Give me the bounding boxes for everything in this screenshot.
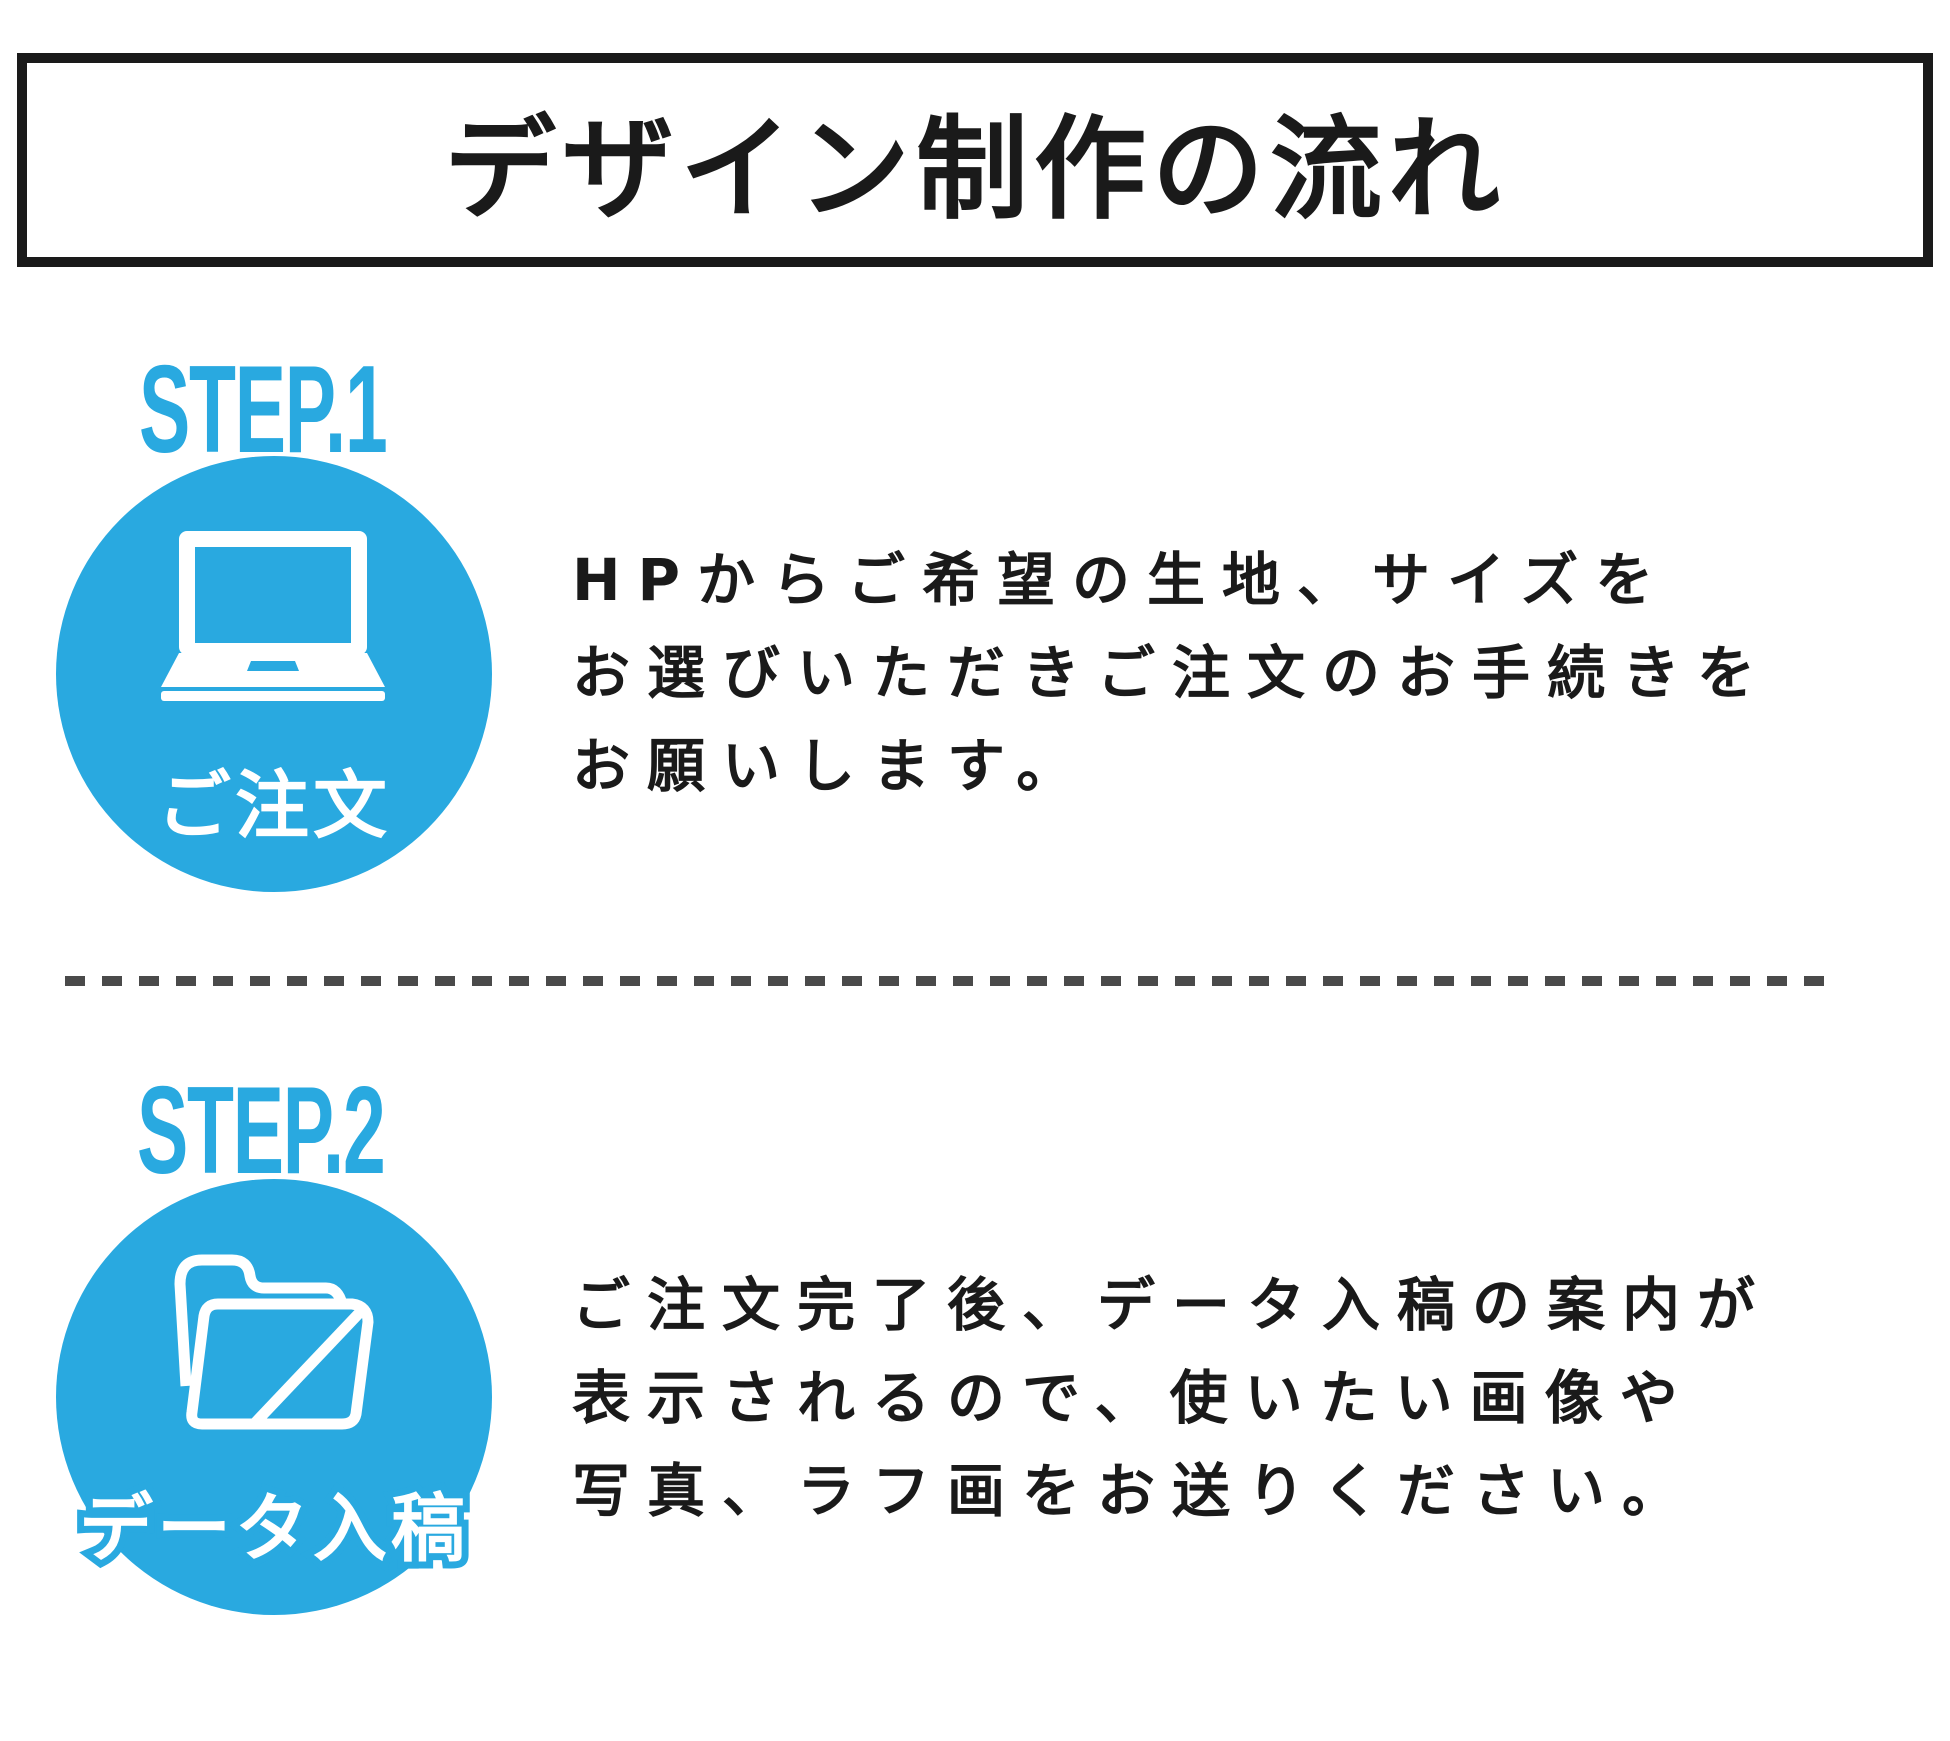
laptop-icon xyxy=(161,531,385,701)
step-1-name: ご注文 xyxy=(157,763,391,849)
step-1-line: お願いします。 xyxy=(572,732,1092,800)
step-2-label: STEP.2 xyxy=(137,1062,386,1200)
step-1-label: STEP.1 xyxy=(139,341,388,479)
step-2-line: ご注文完了後、データ入稿の案内が xyxy=(572,1271,1773,1339)
step-2-line: 表示されるので、使いたい画像や xyxy=(572,1364,1695,1432)
step-1-description: HPからご希望の生地、サイズを お選びいただきご注文のお手続きを お願いします。 xyxy=(572,534,1772,813)
divider xyxy=(65,976,1839,986)
step-2-description: ご注文完了後、データ入稿の案内が 表示されるので、使いたい画像や 写真、ラフ画を… xyxy=(572,1259,1772,1538)
title-box: デザイン制作の流れ xyxy=(17,53,1933,267)
page-title: デザイン制作の流れ xyxy=(444,105,1506,235)
step-2-name: データ入稿 xyxy=(72,1479,472,1579)
step-1-line: お選びいただきご注文のお手続きを xyxy=(572,639,1773,707)
folder-icon xyxy=(174,1254,374,1430)
step-1-circle: ご注文 xyxy=(56,456,492,892)
step-1-line: HPからご希望の生地、サイズを xyxy=(572,546,1671,614)
step-2-line: 写真、ラフ画をお送りください。 xyxy=(572,1457,1698,1525)
